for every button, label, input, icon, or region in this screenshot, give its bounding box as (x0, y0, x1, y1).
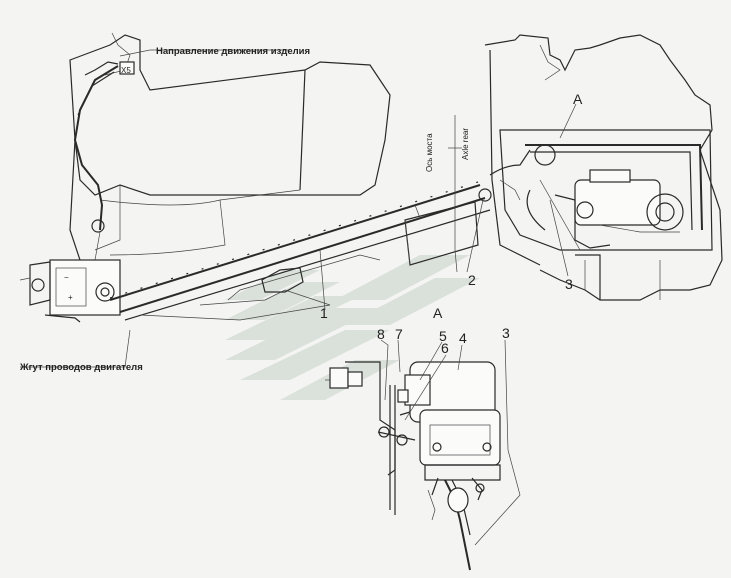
svg-text:+: + (68, 293, 73, 302)
callout-6: 6 (441, 340, 449, 356)
callout-5: 5 (439, 328, 447, 344)
view-a-detail-title: A (433, 305, 443, 321)
cab-outline (59, 32, 391, 276)
svg-text:−: − (64, 273, 69, 282)
connector-label: X5 (121, 66, 131, 75)
engine-mount-left: + − (19, 259, 121, 323)
axle-centerline: Ось моста Axle rear (425, 115, 470, 273)
callout-4: 4 (459, 330, 467, 346)
axle-label-ru: Ось моста (425, 133, 434, 172)
callout-2: 2 (468, 272, 476, 288)
rear-module (466, 34, 723, 301)
callout-1: 1 (320, 305, 328, 321)
callout-7: 7 (395, 326, 403, 342)
engine-harness-label: Жгут проводов двигателя (19, 362, 143, 373)
frame-rails (109, 181, 491, 321)
callout-3-bottom: 3 (502, 325, 510, 341)
view-a-marker: A (573, 91, 583, 107)
leader-lines (20, 49, 326, 368)
callout-8: 8 (377, 326, 385, 342)
axle-label-en: Axle rear (461, 128, 470, 160)
callout-3-top: 3 (565, 276, 573, 292)
detail-view-a (325, 339, 521, 571)
direction-label: Направление движения изделия (156, 46, 310, 57)
